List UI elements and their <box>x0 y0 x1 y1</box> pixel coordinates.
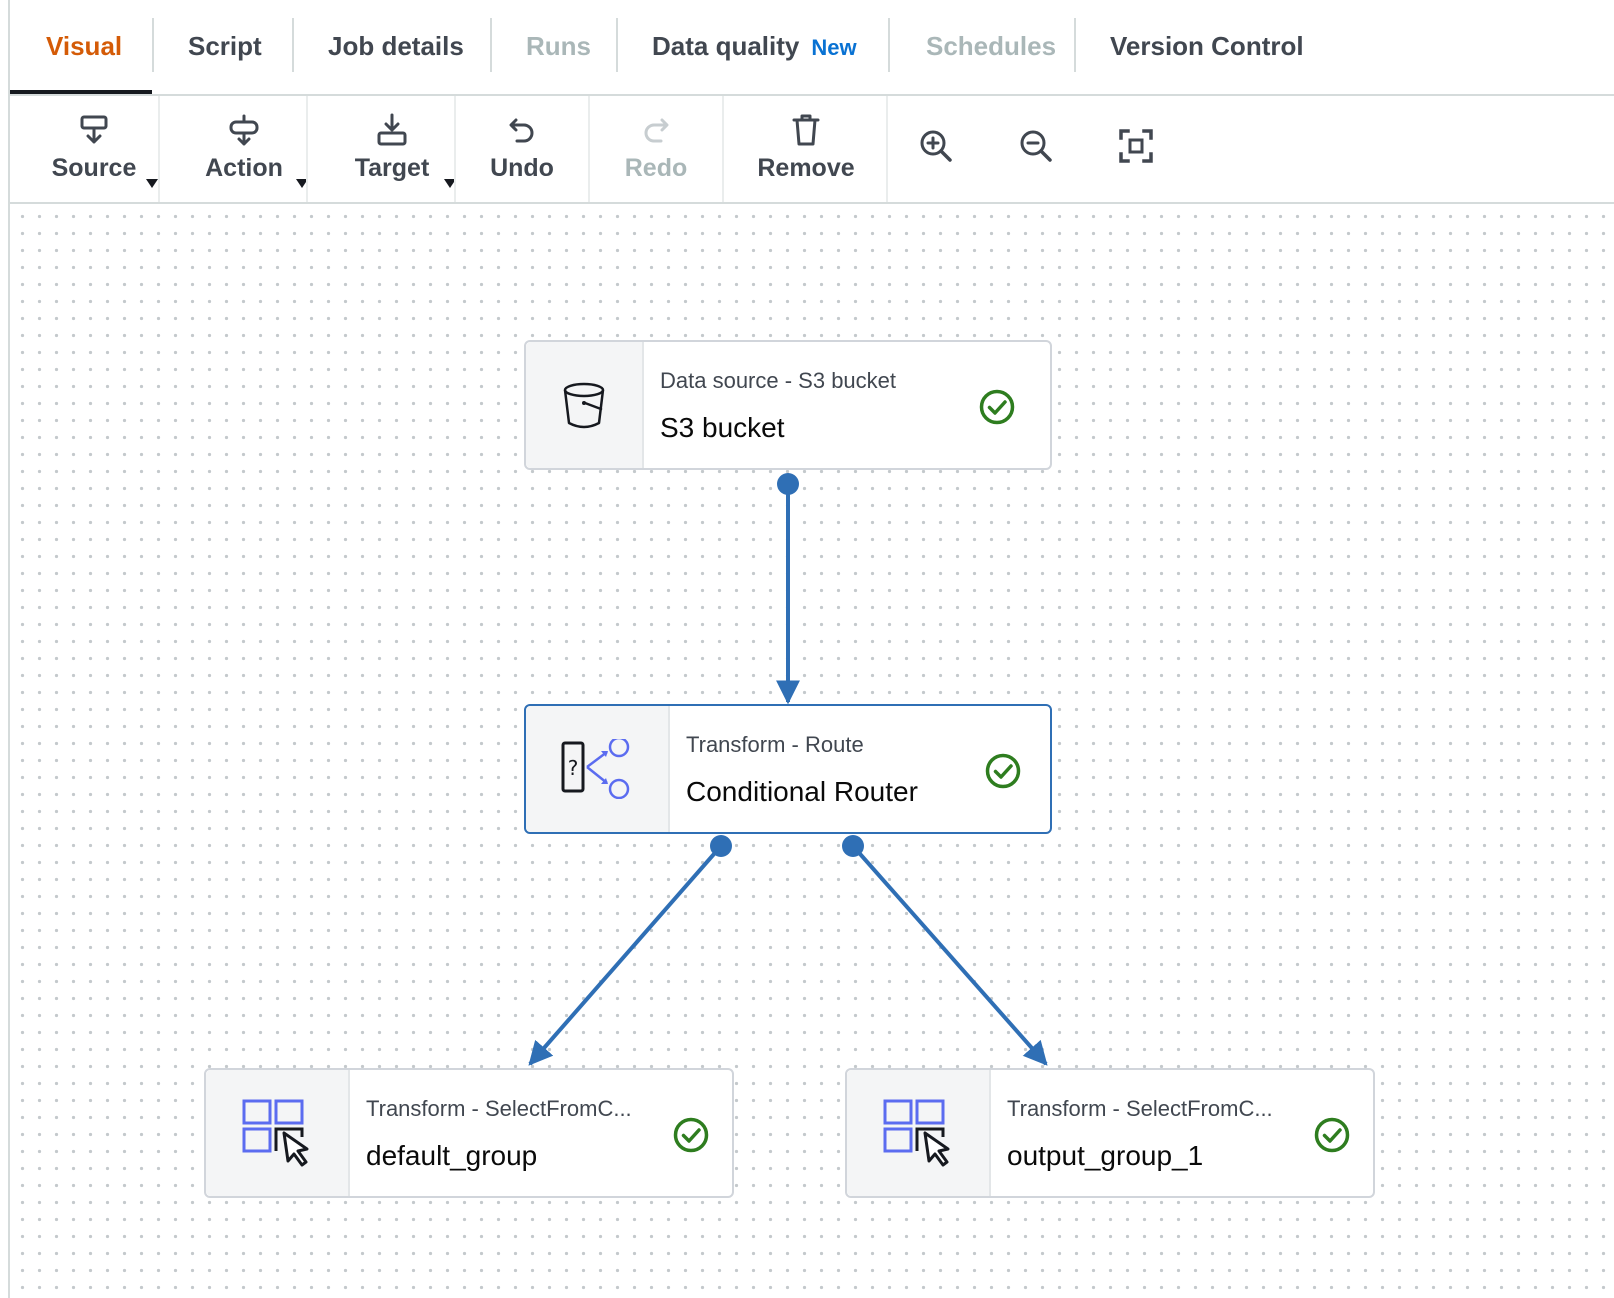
node-icon-box <box>526 342 644 468</box>
tab-version-control[interactable]: Version Control <box>1110 31 1304 61</box>
zoom-out-icon[interactable] <box>1016 126 1056 166</box>
canvas-toolbar: Source Action Target <box>10 96 1614 204</box>
new-badge: New <box>811 35 857 60</box>
source-button[interactable]: Source <box>30 96 158 202</box>
valid-check-icon <box>673 1117 709 1153</box>
node-name: default_group <box>366 1140 538 1171</box>
node-name: Conditional Router <box>686 776 918 807</box>
valid-check-icon <box>1314 1117 1350 1153</box>
remove-label: Remove <box>757 154 855 182</box>
toolbar-divider <box>886 96 888 202</box>
tab-data-quality-label: Data quality <box>652 31 800 61</box>
job-graph-canvas[interactable]: Data source - S3 bucket S3 bucket ? <box>10 204 1614 1298</box>
s3-bucket-icon <box>563 382 605 429</box>
valid-check-icon <box>985 753 1021 789</box>
tab-divider <box>292 18 294 72</box>
output-port[interactable] <box>842 835 864 857</box>
node-conditional-router[interactable]: ? Transform - Route Conditional Router <box>524 704 1052 834</box>
undo-label: Undo <box>490 154 554 182</box>
target-button[interactable]: Target <box>328 96 456 202</box>
router-icon: ? <box>561 739 630 799</box>
source-icon <box>80 115 108 144</box>
action-dropdown-caret-icon <box>296 179 308 188</box>
graph-edges <box>528 473 1048 1066</box>
undo-icon <box>509 118 534 143</box>
node-name: output_group_1 <box>1007 1140 1204 1171</box>
node-s3-bucket[interactable]: Data source - S3 bucket S3 bucket <box>524 340 1052 470</box>
output-port[interactable] <box>777 473 799 495</box>
action-icon <box>229 114 259 146</box>
toolbar-divider <box>158 96 160 202</box>
node-name: S3 bucket <box>660 412 785 443</box>
node-type: Transform - SelectFromC... <box>366 1096 632 1121</box>
target-dropdown-caret-icon <box>444 179 456 188</box>
zoom-in-icon[interactable] <box>916 126 956 166</box>
target-label: Target <box>354 154 430 182</box>
svg-text:?: ? <box>568 756 579 780</box>
tab-runs[interactable]: Runs <box>526 31 591 61</box>
node-icon-box <box>847 1070 991 1196</box>
redo-icon <box>644 118 669 143</box>
visual-editor: Visual Script Job details Runs Data qual… <box>8 0 1614 1298</box>
target-icon <box>377 113 407 146</box>
fit-to-screen-icon[interactable] <box>1116 126 1156 166</box>
node-default-group[interactable]: Transform - SelectFromC... default_group <box>204 1068 734 1198</box>
toolbar-divider <box>306 96 308 202</box>
redo-button[interactable]: Redo <box>604 96 708 202</box>
tab-divider <box>616 18 618 72</box>
tab-script[interactable]: Script <box>188 31 262 61</box>
select-from-collection-icon <box>242 1099 309 1167</box>
action-button[interactable]: Action <box>180 96 308 202</box>
edge-router-to-output-group-1[interactable] <box>851 844 1048 1066</box>
tab-visual[interactable]: Visual <box>46 31 123 61</box>
tab-divider <box>888 18 890 72</box>
trash-icon <box>792 114 820 146</box>
tab-schedules[interactable]: Schedules <box>926 31 1057 61</box>
active-tab-indicator <box>10 90 152 94</box>
source-label: Source <box>51 154 137 182</box>
node-type: Data source - S3 bucket <box>660 368 897 393</box>
toolbar-divider <box>454 96 456 202</box>
node-output-group-1[interactable]: Transform - SelectFromC... output_group_… <box>845 1068 1375 1198</box>
tab-divider <box>490 18 492 72</box>
tab-divider <box>1074 18 1076 72</box>
node-icon-box: ? <box>526 706 670 832</box>
tab-job-details[interactable]: Job details <box>328 31 464 61</box>
edge-router-to-default-group[interactable] <box>528 844 723 1066</box>
source-dropdown-caret-icon <box>146 179 158 188</box>
remove-button[interactable]: Remove <box>742 96 870 202</box>
toolbar-divider <box>722 96 724 202</box>
node-type: Transform - Route <box>686 732 864 757</box>
node-icon-box <box>206 1070 350 1196</box>
node-type: Transform - SelectFromC... <box>1007 1096 1273 1121</box>
valid-check-icon <box>979 389 1015 425</box>
tab-data-quality[interactable]: Data quality New <box>652 0 857 94</box>
toolbar-divider <box>588 96 590 202</box>
undo-button[interactable]: Undo <box>470 96 574 202</box>
select-from-collection-icon <box>883 1099 950 1167</box>
tab-divider <box>152 18 154 72</box>
action-label: Action <box>205 154 283 182</box>
output-port[interactable] <box>710 835 732 857</box>
tab-bar: Visual Script Job details Runs Data qual… <box>10 0 1614 96</box>
redo-label: Redo <box>624 154 688 182</box>
